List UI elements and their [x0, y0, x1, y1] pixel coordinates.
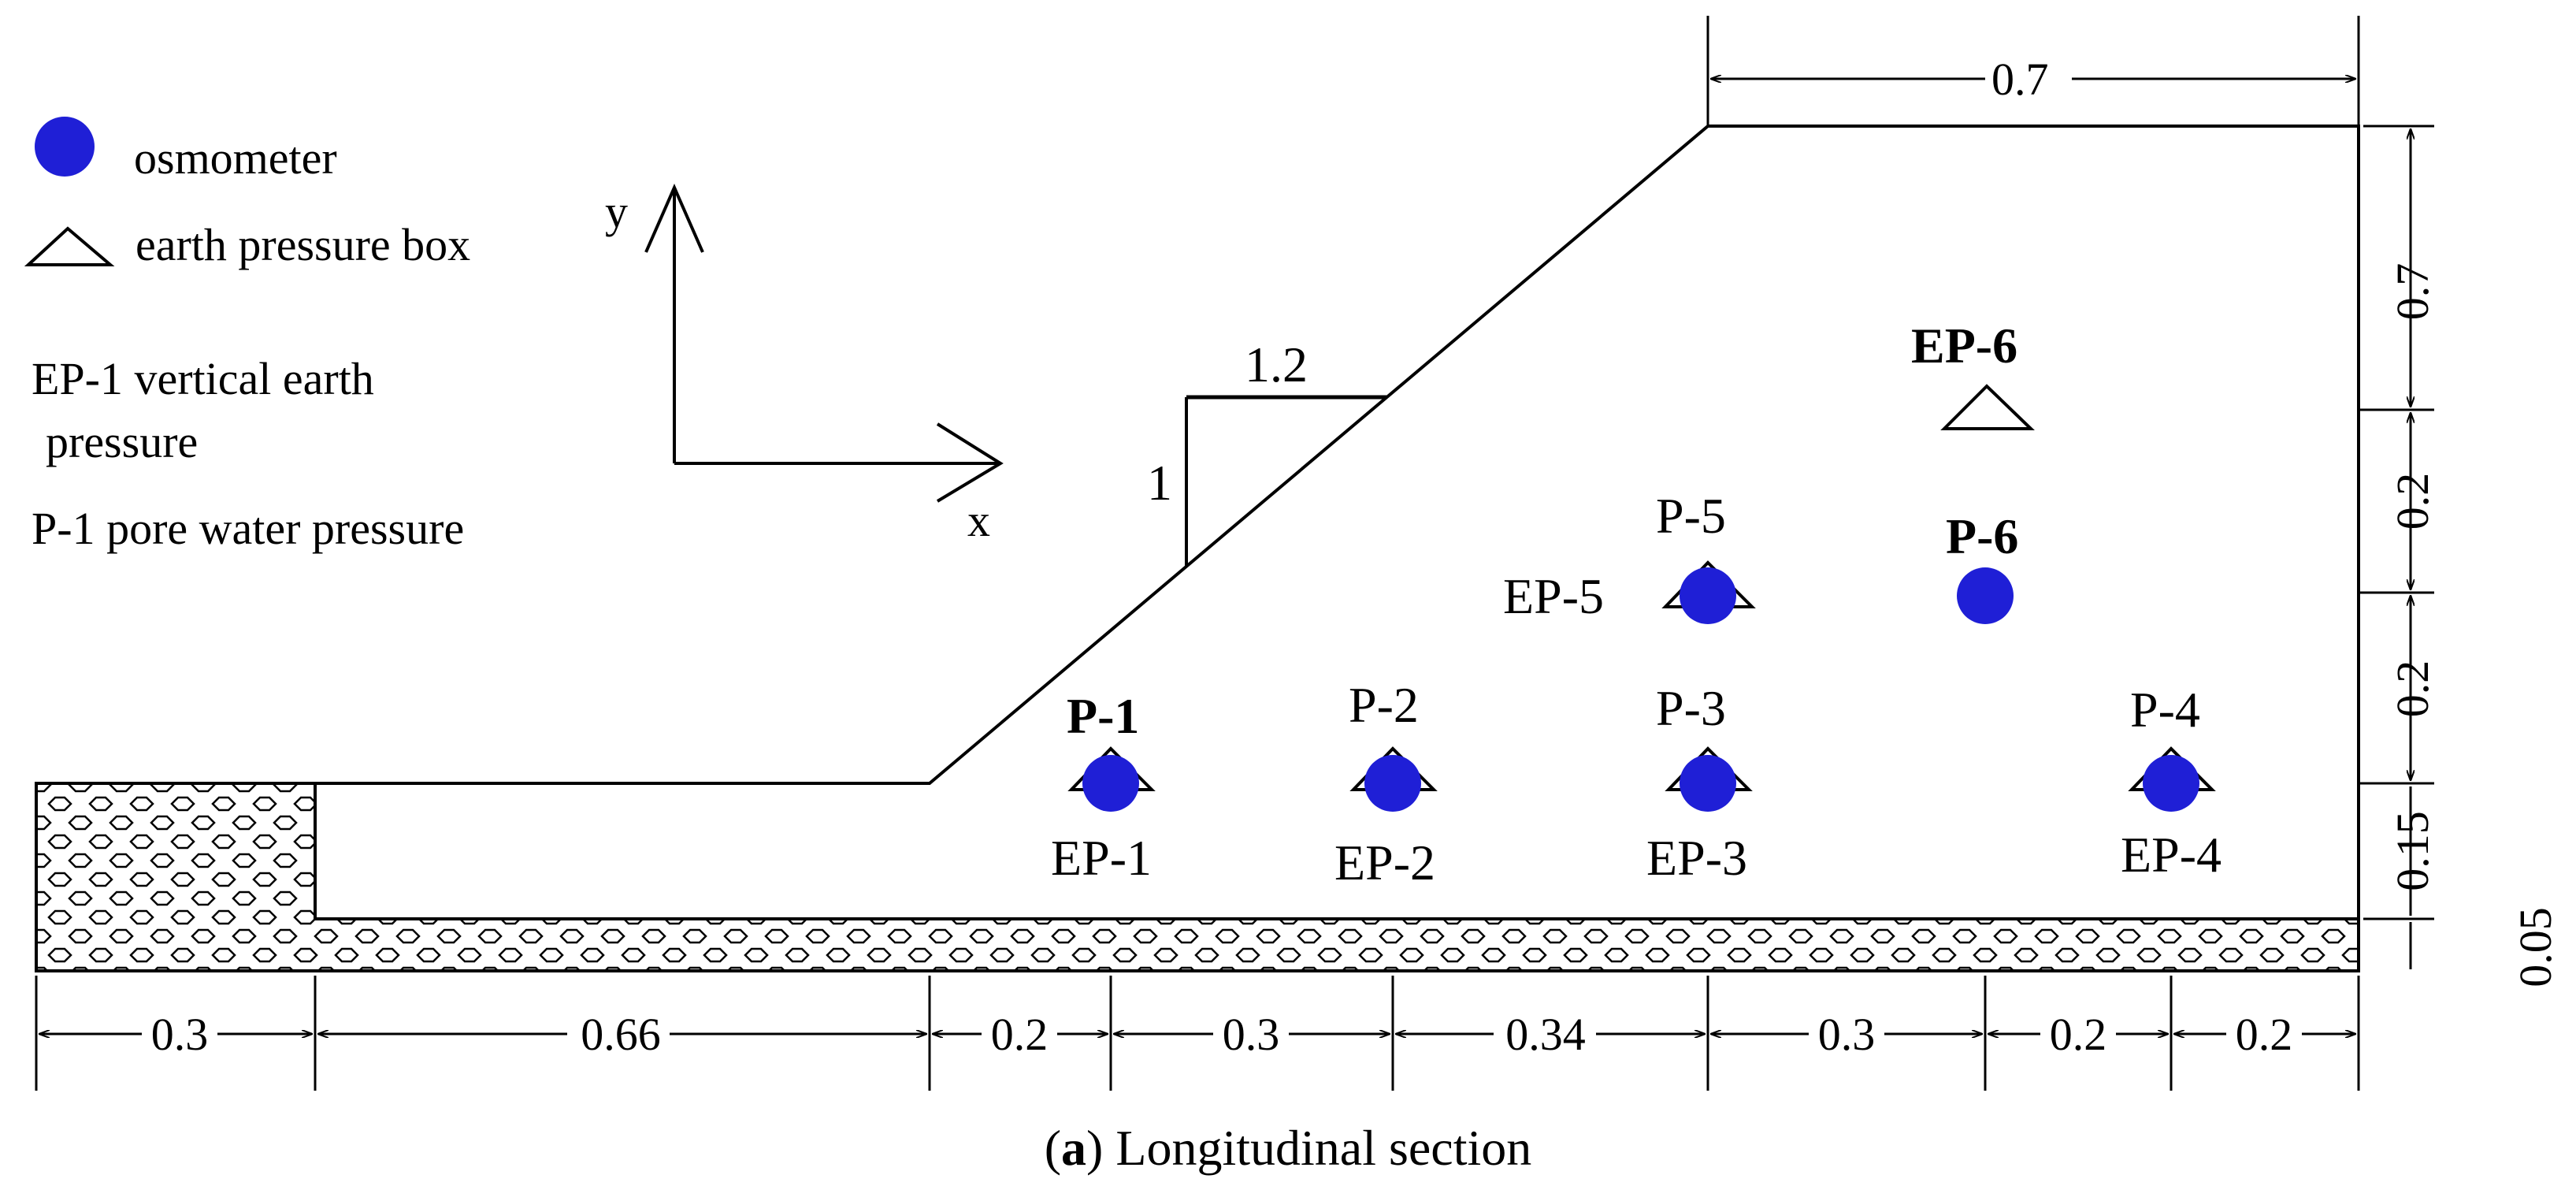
sensor-group-2: P-2 EP-2 — [1334, 677, 1438, 891]
caption-letter: a — [1061, 1120, 1086, 1176]
bottom-dimension-label-6: 0.3 — [1818, 1009, 1876, 1060]
osmometer-icon — [2143, 755, 2199, 812]
right-dimensions — [2359, 125, 2434, 969]
legend-ep-description-line1: EP-1 vertical earth — [32, 353, 374, 404]
slope-ratio-indicator: 1.2 1 — [1147, 337, 1386, 566]
sensor-label-ep2: EP-2 — [1334, 835, 1435, 891]
figure-caption: (a) Longitudinal section — [1045, 1120, 1532, 1176]
bottom-dimension-label-8: 0.2 — [2236, 1009, 2293, 1060]
drainage-layer — [36, 783, 2359, 971]
right-dimension-label-4: 0.15 — [2387, 811, 2438, 891]
sensor-label-ep6: EP-6 — [1911, 318, 2017, 374]
caption-text: Longitudinal section — [1115, 1120, 1531, 1176]
legend-p-description: P-1 pore water pressure — [32, 503, 464, 554]
osmometer-icon — [1680, 567, 1736, 624]
slope-rise-label: 1 — [1147, 455, 1172, 511]
sensor-label-p5: P-5 — [1656, 488, 1726, 544]
earth-pressure-box-legend-icon — [24, 226, 115, 266]
sensor-group-1: P-1 EP-1 — [1051, 688, 1156, 886]
sensor-label-p1: P-1 — [1067, 688, 1139, 744]
bottom-dimension-label-7: 0.2 — [2050, 1009, 2107, 1060]
sensor-label-p6: P-6 — [1946, 508, 2018, 564]
earth-pressure-box-icon — [1940, 384, 2035, 430]
legend-osmometer-label: osmometer — [134, 132, 337, 184]
legend-earth-pressure-box-label: earth pressure box — [135, 219, 470, 270]
bottom-dimension-label-2: 0.66 — [581, 1009, 661, 1060]
sensor-group-4: P-4 EP-4 — [2121, 682, 2222, 883]
sensor-label-p4: P-4 — [2130, 682, 2200, 738]
sensor-label-ep3: EP-3 — [1646, 830, 1747, 886]
sensor-group-5: P-5 EP-5 — [1503, 488, 1756, 624]
drainage-inner-boundary — [314, 783, 2359, 920]
osmometer-legend-icon — [35, 117, 95, 177]
sensor-label-ep5: EP-5 — [1503, 568, 1604, 624]
sensor-label-p2: P-2 — [1349, 677, 1419, 733]
legend: osmometer earth pressure box EP-1 vertic… — [24, 117, 470, 554]
bottom-dimension-label-4: 0.3 — [1223, 1009, 1280, 1060]
y-axis-label: y — [605, 186, 628, 237]
right-dimension-label-2: 0.2 — [2387, 473, 2438, 530]
bottom-dimension-label-3: 0.2 — [991, 1009, 1049, 1060]
right-dimension-label-3: 0.2 — [2387, 660, 2438, 718]
bottom-dimensions — [35, 976, 2360, 1091]
osmometer-icon — [1082, 755, 1139, 812]
bottom-dimension-label-1: 0.3 — [151, 1009, 209, 1060]
sensor-label-ep4: EP-4 — [2121, 827, 2222, 883]
slope-run-label: 1.2 — [1245, 337, 1308, 392]
sensor-label-p3: P-3 — [1656, 680, 1726, 736]
osmometer-icon — [1957, 567, 2014, 624]
top-dimension: 0.7 — [1706, 16, 2360, 126]
legend-ep-description-line2: pressure — [46, 416, 198, 467]
right-dimension-label-5: 0.05 — [2510, 907, 2561, 987]
osmometer-icon — [1680, 755, 1736, 812]
x-axis-label: x — [967, 495, 990, 546]
coordinate-axes: y x — [605, 184, 1004, 546]
sensor-group-3: P-3 EP-3 — [1646, 680, 1753, 886]
sensor-label-ep1: EP-1 — [1051, 830, 1152, 886]
right-dimension-label-1: 0.7 — [2387, 263, 2438, 321]
osmometer-icon — [1364, 755, 1421, 812]
top-dimension-label: 0.7 — [1991, 54, 2049, 105]
sensor-group-6: EP-6 P-6 — [1911, 318, 2035, 624]
bottom-dimension-label-5: 0.34 — [1505, 1009, 1586, 1060]
